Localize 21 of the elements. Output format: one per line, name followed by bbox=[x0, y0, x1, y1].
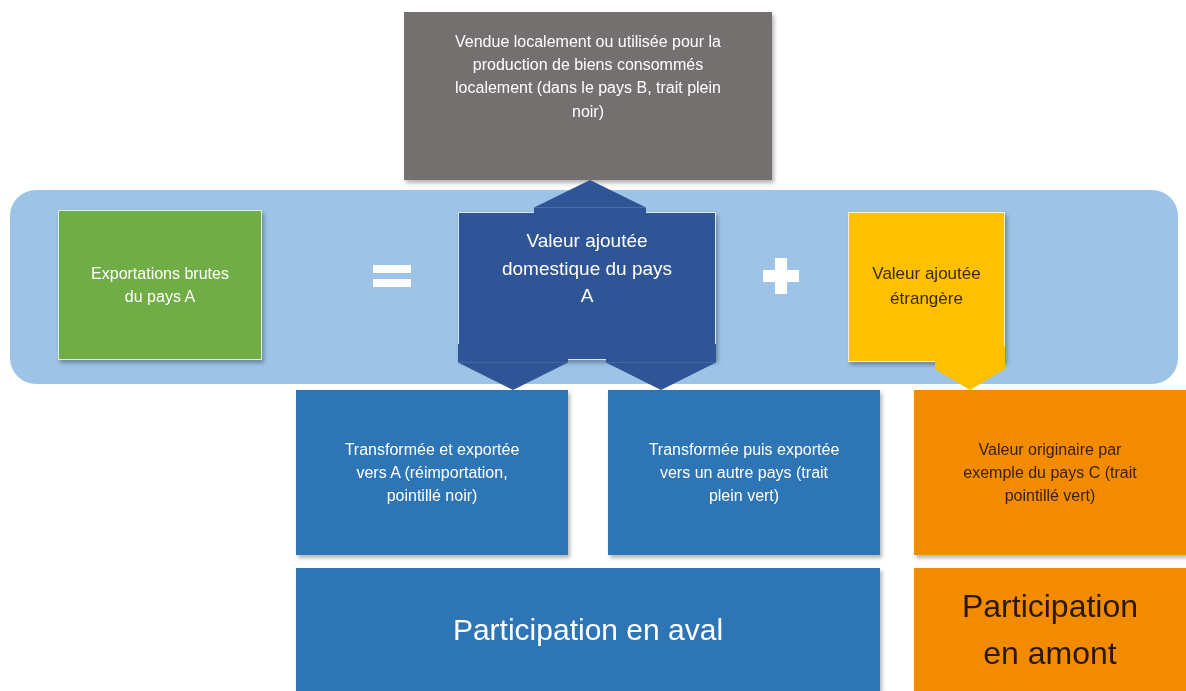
text-box bbox=[848, 212, 1005, 362]
box-label: Exportations brutes du pays A bbox=[90, 263, 230, 307]
text-box bbox=[296, 568, 880, 691]
text-box bbox=[58, 210, 262, 360]
text-box bbox=[296, 390, 568, 555]
chevron-arrow bbox=[458, 344, 568, 390]
text-box bbox=[914, 390, 1186, 555]
box-label: Vendue localement ou utilisée pour la production de biens consommés localement (dans le pays B, trait plein noir) bbox=[454, 32, 722, 122]
background-band bbox=[10, 190, 1178, 384]
box-label: Participation en amont bbox=[960, 587, 1140, 673]
text-box bbox=[404, 12, 772, 180]
box-label: Transformée et exportée vers A (réimportation, pointillé noir) bbox=[343, 439, 521, 507]
chevron-arrow bbox=[606, 344, 716, 390]
box-label: Valeur originaire par exemple du pays C (trait pointillé vert) bbox=[962, 440, 1138, 507]
chevron-arrow bbox=[935, 346, 1005, 390]
box-label: Transformée puis exportée vers un autre pays (trait plein vert) bbox=[647, 439, 841, 507]
text-box bbox=[608, 390, 880, 555]
box-label: Valeur ajoutée domestique du pays A bbox=[500, 229, 674, 309]
box-label: Valeur ajoutée étrangère bbox=[871, 263, 982, 310]
text-box bbox=[914, 568, 1186, 691]
box-label: Participation en aval bbox=[452, 611, 724, 648]
